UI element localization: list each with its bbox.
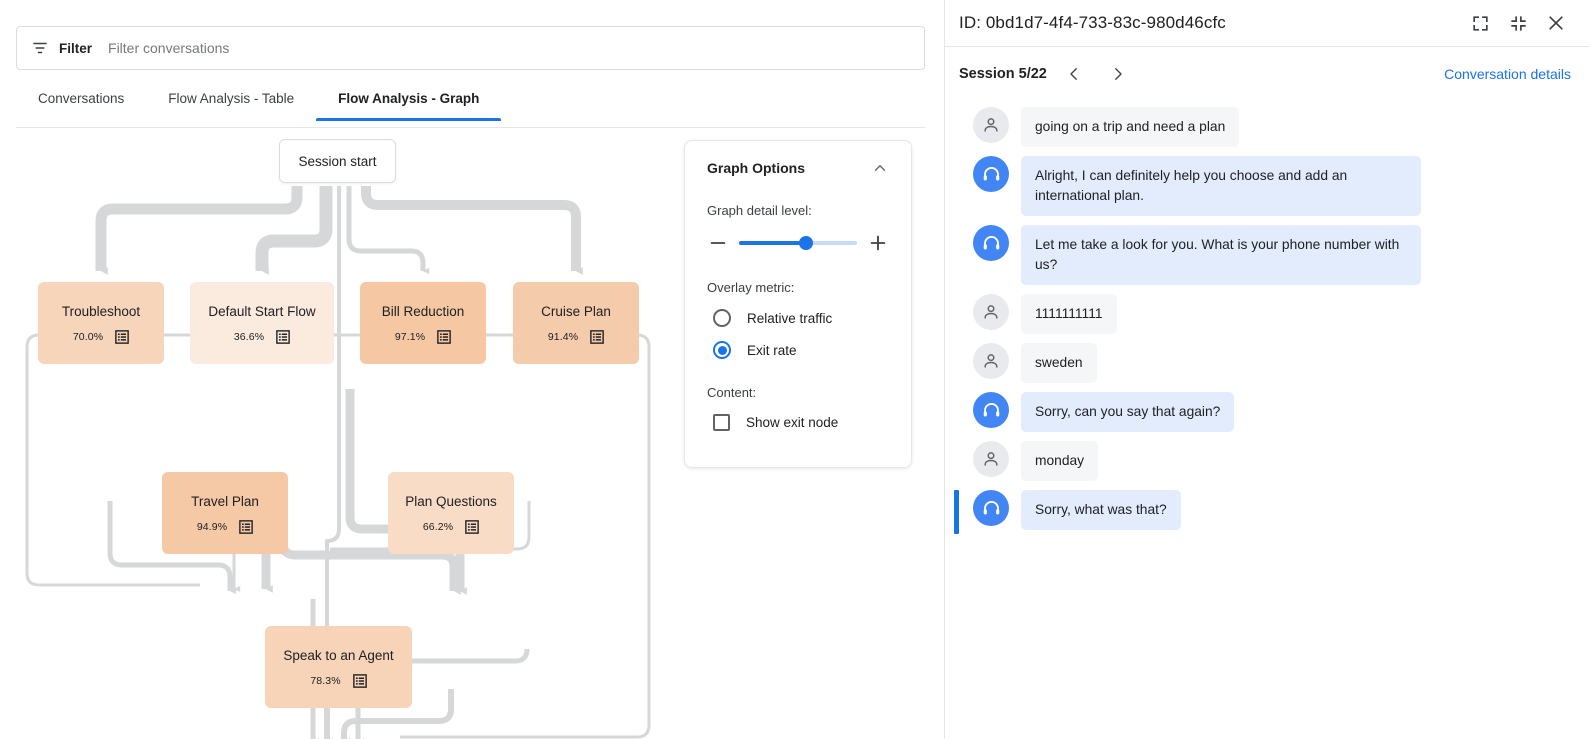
graph-node-session-start[interactable]: Session start bbox=[279, 139, 396, 183]
node-metric: 91.4% bbox=[547, 330, 579, 343]
node-metric: 78.3% bbox=[310, 674, 341, 687]
graph-node-troubleshoot[interactable]: Troubleshoot 70.0% bbox=[38, 282, 164, 364]
plus-icon[interactable] bbox=[867, 232, 889, 254]
close-icon[interactable] bbox=[1541, 8, 1571, 38]
node-metric: 36.6% bbox=[233, 330, 265, 343]
graph-node-plan-questions[interactable]: Plan Questions 66.2% bbox=[388, 472, 514, 554]
filter-bar[interactable]: Filter bbox=[16, 26, 925, 70]
graph-detail-slider[interactable] bbox=[739, 236, 857, 250]
radio-button-selected[interactable] bbox=[713, 341, 731, 359]
avatar-user bbox=[973, 343, 1009, 379]
tab-bar: Conversations Flow Analysis - Table Flow… bbox=[16, 90, 925, 128]
session-counter: Session 5/22 bbox=[959, 66, 1047, 82]
tab-flow-analysis-table[interactable]: Flow Analysis - Table bbox=[168, 91, 295, 106]
message-row: Alright, I can definitely help you choos… bbox=[951, 156, 1571, 216]
minus-icon[interactable] bbox=[707, 232, 729, 254]
radio-label: Exit rate bbox=[747, 342, 797, 358]
list-icon[interactable] bbox=[590, 329, 604, 344]
message-row: sweden bbox=[951, 343, 1571, 383]
message-row: going on a trip and need a plan bbox=[951, 107, 1571, 147]
node-metric: 70.0% bbox=[72, 330, 104, 343]
message-bubble: Sorry, can you say that again? bbox=[1021, 392, 1235, 432]
graph-node-speak-to-an-agent[interactable]: Speak to an Agent 78.3% bbox=[265, 626, 412, 708]
message-bubble: Sorry, what was that? bbox=[1021, 490, 1181, 530]
flow-analysis-pane: Filter Conversations Flow Analysis - Tab… bbox=[0, 0, 945, 739]
graph-options-panel: Graph Options Graph detail level: Ove bbox=[684, 140, 912, 468]
conversation-id: ID: 0bd1d7-4f4-733-83c-980d46cfc bbox=[959, 13, 1226, 32]
radio-relative-traffic[interactable]: Relative traffic bbox=[707, 309, 889, 327]
expand-icon[interactable] bbox=[1465, 8, 1495, 38]
overlay-metric-label: Overlay metric: bbox=[707, 280, 795, 295]
conversation-header: ID: 0bd1d7-4f4-733-83c-980d46cfc bbox=[945, 0, 1589, 47]
chevron-up-icon[interactable] bbox=[871, 159, 889, 177]
message-row: 1111111111 bbox=[951, 294, 1571, 334]
list-icon[interactable] bbox=[352, 673, 367, 688]
slider-fill bbox=[739, 241, 807, 245]
checkbox-label: Show exit node bbox=[746, 415, 839, 430]
conversation-pane: ID: 0bd1d7-4f4-733-83c-980d46cfc Session… bbox=[945, 0, 1589, 739]
message-bubble: 1111111111 bbox=[1021, 294, 1117, 334]
graph-options-header[interactable]: Graph Options bbox=[707, 159, 889, 177]
list-icon[interactable] bbox=[276, 329, 290, 344]
message-row: Let me take a look for you. What is your… bbox=[951, 225, 1571, 285]
checkbox-box[interactable] bbox=[713, 414, 730, 431]
avatar-agent bbox=[973, 490, 1009, 526]
flow-graph-canvas[interactable]: Session start Troubleshoot 70.0% bbox=[0, 129, 944, 739]
node-title: Troubleshoot bbox=[61, 303, 141, 319]
node-title: Bill Reduction bbox=[381, 303, 465, 319]
avatar-agent bbox=[973, 156, 1009, 192]
filter-input[interactable] bbox=[106, 39, 910, 57]
filter-label: Filter bbox=[59, 40, 93, 56]
graph-detail-level-label: Graph detail level: bbox=[707, 203, 812, 218]
graph-node-bill-reduction[interactable]: Bill Reduction 97.1% bbox=[360, 282, 486, 364]
node-title: Cruise Plan bbox=[541, 303, 611, 319]
slider-thumb[interactable] bbox=[799, 236, 814, 250]
list-icon[interactable] bbox=[437, 329, 451, 344]
chevron-left-icon[interactable] bbox=[1057, 57, 1091, 91]
radio-button[interactable] bbox=[713, 309, 731, 327]
node-metric: 97.1% bbox=[394, 330, 426, 343]
message-list[interactable]: going on a trip and need a plan Alright,… bbox=[945, 101, 1589, 739]
filter-icon bbox=[33, 42, 47, 54]
content-label: Content: bbox=[707, 385, 757, 400]
avatar-agent bbox=[973, 392, 1009, 428]
avatar-user bbox=[973, 107, 1009, 143]
message-bubble: Alright, I can definitely help you choos… bbox=[1021, 156, 1421, 216]
graph-node-default-start-flow[interactable]: Default Start Flow 36.6% bbox=[190, 282, 334, 364]
avatar-agent bbox=[973, 225, 1009, 261]
avatar-user bbox=[973, 294, 1009, 330]
graph-options-title: Graph Options bbox=[707, 160, 805, 176]
node-title: Plan Questions bbox=[405, 493, 497, 509]
graph-node-travel-plan[interactable]: Travel Plan 94.9% bbox=[162, 472, 288, 554]
graph-detail-slider-row[interactable] bbox=[707, 232, 889, 254]
message-row: Sorry, can you say that again? bbox=[951, 392, 1571, 432]
node-metric: 94.9% bbox=[196, 520, 228, 533]
graph-node-cruise-plan[interactable]: Cruise Plan 91.4% bbox=[513, 282, 639, 364]
node-metric: 66.2% bbox=[422, 520, 454, 533]
message-row-highlighted: Sorry, what was that? bbox=[951, 490, 1571, 534]
conversation-details-link[interactable]: Conversation details bbox=[1444, 66, 1571, 82]
chevron-right-icon[interactable] bbox=[1101, 57, 1135, 91]
message-bubble: monday bbox=[1021, 441, 1099, 481]
node-title: Default Start Flow bbox=[208, 303, 316, 319]
radio-exit-rate[interactable]: Exit rate bbox=[707, 341, 889, 359]
list-icon[interactable] bbox=[239, 519, 253, 534]
tab-flow-analysis-graph[interactable]: Flow Analysis - Graph bbox=[316, 90, 502, 121]
message-bubble: Let me take a look for you. What is your… bbox=[1021, 225, 1421, 285]
session-navigation: Session 5/22 Conversation details bbox=[945, 47, 1589, 101]
avatar-user bbox=[973, 441, 1009, 477]
message-bubble: sweden bbox=[1021, 343, 1097, 383]
list-icon[interactable] bbox=[465, 519, 479, 534]
node-title: Travel Plan bbox=[191, 493, 259, 509]
radio-label: Relative traffic bbox=[747, 310, 833, 326]
collapse-icon[interactable] bbox=[1503, 8, 1533, 38]
message-row: monday bbox=[951, 441, 1571, 481]
session-start-label: Session start bbox=[298, 153, 377, 169]
node-title: Speak to an Agent bbox=[283, 647, 394, 663]
list-icon[interactable] bbox=[115, 329, 129, 344]
checkbox-show-exit-node[interactable]: Show exit node bbox=[707, 414, 889, 431]
message-bubble: going on a trip and need a plan bbox=[1021, 107, 1240, 147]
tab-conversations[interactable]: Conversations bbox=[38, 91, 125, 106]
